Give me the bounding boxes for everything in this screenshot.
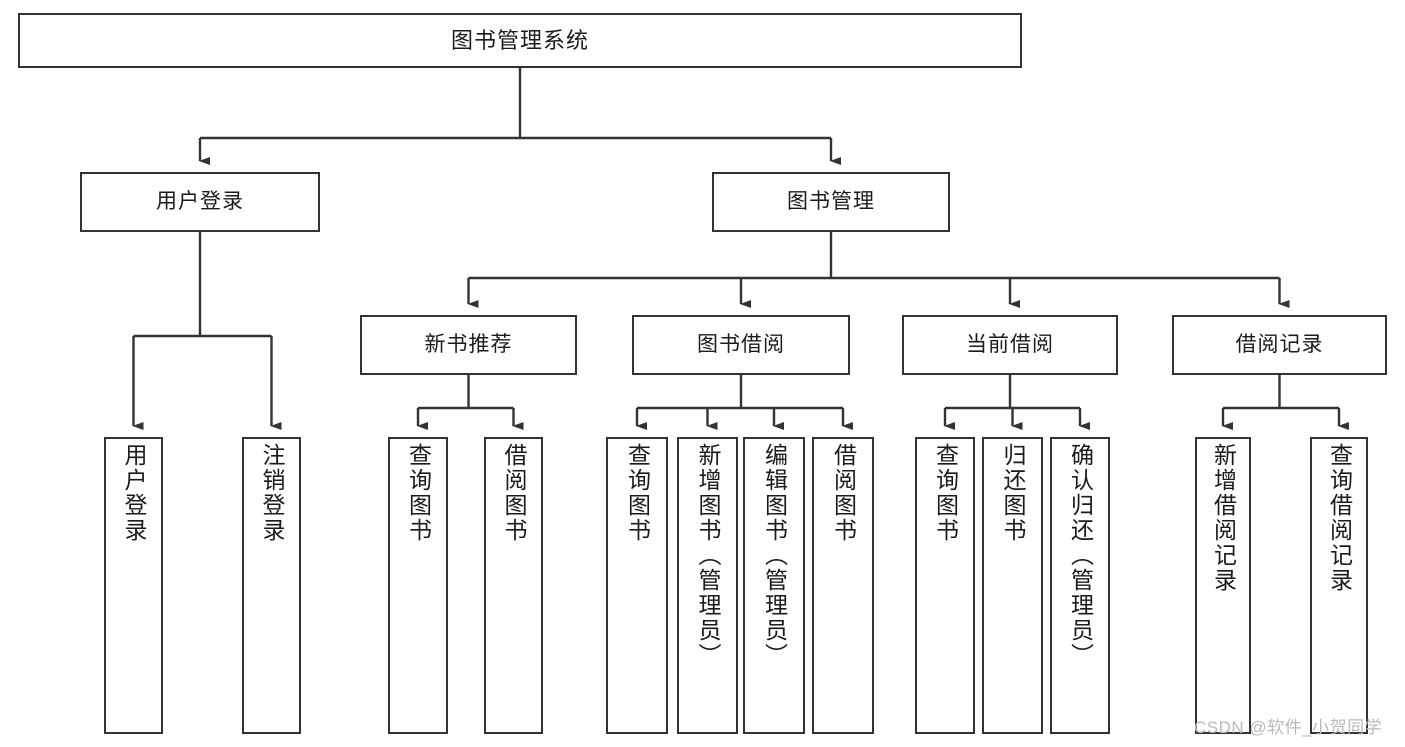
node-book-borrow[interactable]: 图书借阅: [632, 315, 850, 375]
leaf-edit-book-admin[interactable]: 编辑图书（管理员）: [743, 437, 805, 734]
node-label: 新增图书（管理员）: [695, 443, 721, 668]
leaf-confirm-return-admin[interactable]: 确认归还（管理员）: [1050, 437, 1110, 734]
node-label: 借阅图书: [830, 443, 857, 543]
leaf-borrow-book[interactable]: 借阅图书: [812, 437, 874, 734]
node-label: 图书管理系统: [450, 27, 589, 53]
node-user-login-module[interactable]: 用户登录: [80, 172, 320, 232]
node-label: 新增借阅记录: [1210, 443, 1237, 593]
node-label: 用户登录: [121, 443, 147, 543]
leaf-borrow-book-recommend[interactable]: 借阅图书: [484, 437, 543, 734]
leaf-add-borrow-record[interactable]: 新增借阅记录: [1195, 437, 1251, 734]
node-label: 当前借阅: [966, 332, 1054, 356]
node-label: 借阅记录: [1235, 332, 1324, 356]
leaf-logout[interactable]: 注销登录: [242, 437, 301, 734]
node-label: 用户登录: [156, 189, 244, 213]
node-label: 查询图书: [405, 443, 432, 543]
node-label: 新书推荐: [424, 332, 513, 356]
node-label: 编辑图书（管理员）: [761, 443, 788, 668]
leaf-query-book-current[interactable]: 查询图书: [915, 437, 975, 734]
leaf-user-login[interactable]: 用户登录: [104, 437, 163, 734]
node-borrow-records[interactable]: 借阅记录: [1172, 315, 1387, 375]
node-label: 查询图书: [932, 443, 959, 543]
node-label: 注销登录: [259, 443, 285, 543]
node-label: 图书管理: [787, 189, 875, 213]
node-label: 查询图书: [624, 443, 651, 543]
node-new-book-recommend[interactable]: 新书推荐: [360, 315, 577, 375]
node-label: 归还图书: [1000, 443, 1026, 543]
node-current-borrow[interactable]: 当前借阅: [902, 315, 1118, 375]
leaf-query-borrow-record[interactable]: 查询借阅记录: [1310, 437, 1368, 734]
node-label: 查询借阅记录: [1326, 443, 1353, 593]
watermark: CSDN @软件_小贺同学: [1194, 718, 1383, 737]
node-label: 借阅图书: [501, 443, 527, 543]
node-root[interactable]: 图书管理系统: [18, 13, 1022, 68]
node-label: 确认归还（管理员）: [1067, 443, 1094, 668]
leaf-return-book[interactable]: 归还图书: [982, 437, 1043, 734]
leaf-query-book-recommend[interactable]: 查询图书: [388, 437, 448, 734]
node-book-management-module[interactable]: 图书管理: [712, 172, 950, 232]
node-label: 图书借阅: [697, 332, 785, 356]
leaf-query-book-borrow[interactable]: 查询图书: [606, 437, 668, 734]
leaf-add-book-admin[interactable]: 新增图书（管理员）: [677, 437, 738, 734]
